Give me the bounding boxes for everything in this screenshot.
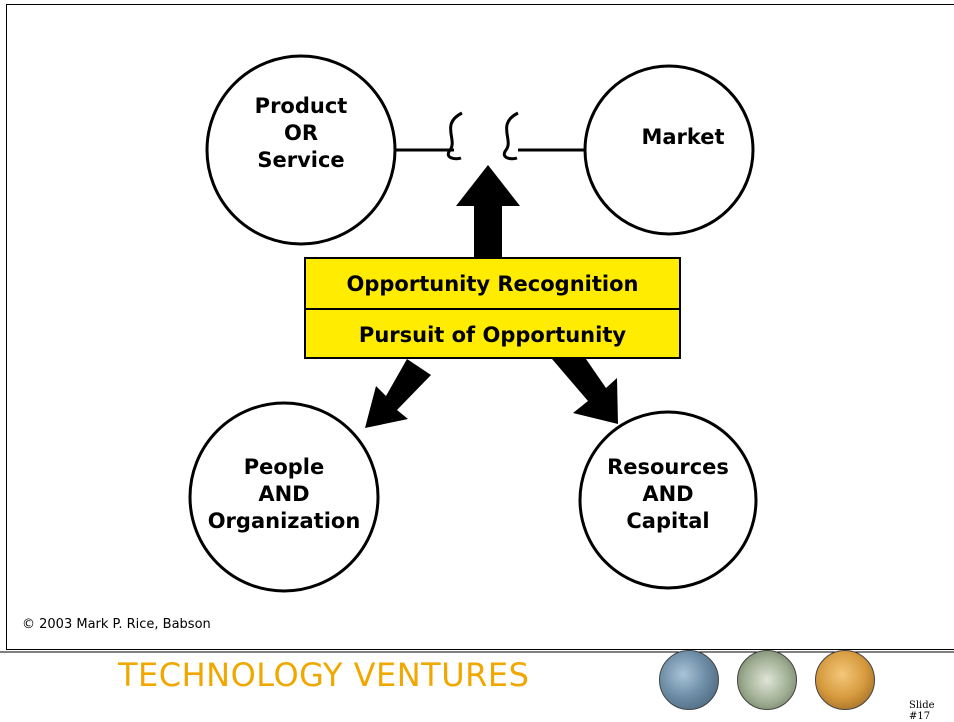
product-line-2: OR bbox=[283, 121, 319, 145]
footer-title: TECHNOLOGY VENTURES bbox=[118, 656, 530, 694]
photo-team-image bbox=[659, 650, 719, 710]
pursuit-of-opportunity: Pursuit of Opportunity bbox=[358, 322, 627, 347]
product-line-1: Product bbox=[254, 94, 348, 118]
photo-researcher-image bbox=[815, 650, 875, 710]
market-line-1: Market bbox=[641, 125, 725, 149]
arrow-down-left bbox=[365, 359, 431, 428]
market-label: Market bbox=[588, 124, 778, 151]
people-line-3: Organization bbox=[207, 509, 361, 533]
resources-circle bbox=[578, 410, 758, 590]
people-line-2: AND bbox=[258, 482, 310, 506]
resources-line-3: Capital bbox=[626, 509, 710, 533]
people-line-1: People bbox=[243, 455, 325, 479]
arrow-up bbox=[456, 165, 520, 258]
people-label: People AND Organization bbox=[189, 454, 379, 535]
arrow-down-right bbox=[552, 346, 618, 424]
photo-circuit-board-image bbox=[737, 650, 797, 710]
product-label: Product OR Service bbox=[206, 93, 396, 174]
slide-frame bbox=[6, 4, 954, 650]
opportunity-box: Opportunity Recognition Pursuit of Oppor… bbox=[304, 257, 681, 359]
copyright-text: © 2003 Mark P. Rice, Babson bbox=[22, 617, 211, 632]
market-circle bbox=[583, 64, 755, 236]
resources-label: Resources AND Capital bbox=[573, 454, 763, 535]
product-line-3: Service bbox=[257, 148, 345, 172]
opportunity-recognition: Opportunity Recognition bbox=[306, 259, 679, 310]
slide-number: Slide #17 bbox=[909, 700, 935, 722]
break-mark-right bbox=[502, 111, 519, 161]
break-mark-left bbox=[446, 111, 463, 161]
product-circle bbox=[205, 54, 397, 246]
resources-line-1: Resources bbox=[607, 455, 729, 479]
resources-line-2: AND bbox=[642, 482, 694, 506]
people-circle bbox=[188, 401, 380, 593]
